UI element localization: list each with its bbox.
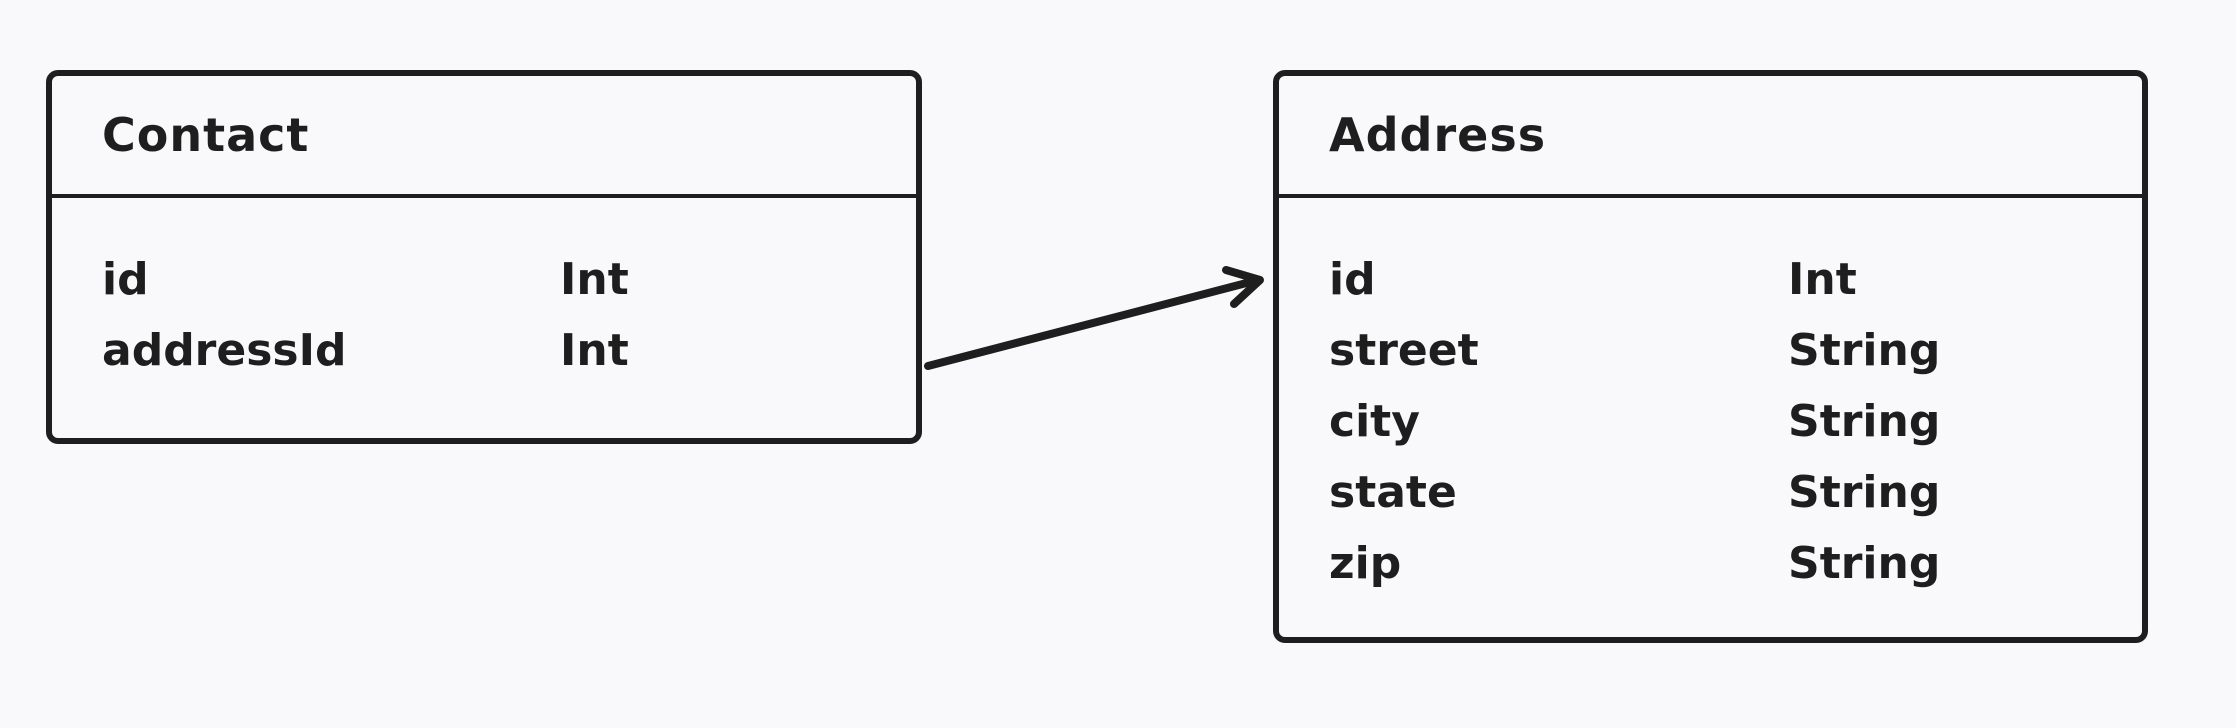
field-row: zip String bbox=[1329, 528, 2142, 599]
contact-entity-fields: id Int addressId Int bbox=[52, 198, 916, 386]
field-type: Int bbox=[560, 325, 629, 376]
field-type: String bbox=[1788, 325, 1941, 376]
field-row: id Int bbox=[102, 244, 916, 315]
field-row: city String bbox=[1329, 386, 2142, 457]
field-row: street String bbox=[1329, 315, 2142, 386]
field-type: String bbox=[1788, 467, 1941, 518]
field-type: Int bbox=[1788, 254, 1857, 305]
field-name: city bbox=[1329, 396, 1420, 447]
contact-entity-box[interactable]: Contact id Int addressId Int bbox=[46, 70, 922, 444]
field-row: addressId Int bbox=[102, 315, 916, 386]
arrowhead-icon bbox=[1222, 266, 1264, 308]
address-entity-fields: id Int street String city String state S… bbox=[1279, 198, 2142, 599]
field-name: id bbox=[102, 254, 149, 305]
field-row: id Int bbox=[1329, 244, 2142, 315]
field-type: String bbox=[1788, 538, 1941, 589]
address-entity-title: Address bbox=[1329, 108, 1547, 162]
field-name: id bbox=[1329, 254, 1376, 305]
field-row: state String bbox=[1329, 457, 2142, 528]
field-name: zip bbox=[1329, 538, 1402, 589]
field-name: state bbox=[1329, 467, 1457, 518]
address-entity-box[interactable]: Address id Int street String city String… bbox=[1273, 70, 2148, 643]
contact-entity-title: Contact bbox=[102, 108, 310, 162]
field-name: addressId bbox=[102, 325, 347, 376]
relationship-arrow-line[interactable] bbox=[924, 276, 1262, 370]
field-type: Int bbox=[560, 254, 629, 305]
contact-entity-header: Contact bbox=[52, 76, 916, 198]
field-name: street bbox=[1329, 325, 1479, 376]
field-type: String bbox=[1788, 396, 1941, 447]
address-entity-header: Address bbox=[1279, 76, 2142, 198]
